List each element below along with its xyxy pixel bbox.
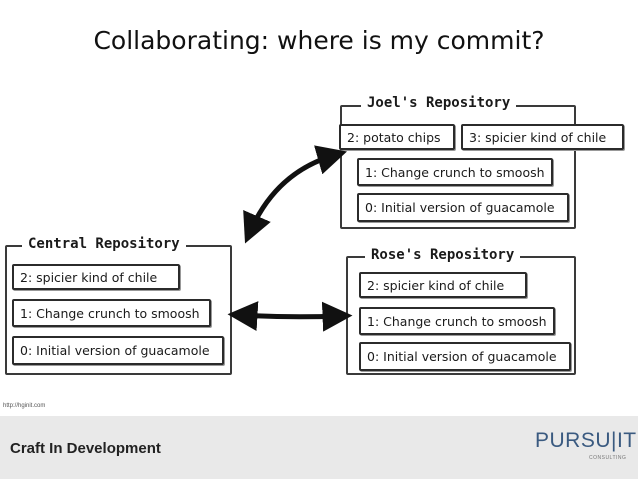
- central-rose-sync-arrow: [227, 301, 353, 332]
- joel-commit-spicier-chile: 3: spicier kind of chile: [461, 124, 624, 150]
- logo-subtext: CONSULTING: [589, 455, 627, 461]
- joel-commit-initial-version: 0: Initial version of guacamole: [357, 193, 569, 222]
- slide-title: Collaborating: where is my commit?: [93, 26, 545, 55]
- rose-commit-spicier-chile: 2: spicier kind of chile: [359, 272, 527, 298]
- joel-commit-potato-chips: 2: potato chips: [339, 124, 455, 150]
- joel-repository-title: Joel's Repository: [361, 95, 517, 111]
- rose-commit-initial-version: 0: Initial version of guacamole: [359, 342, 571, 371]
- joel-commit-change-crunch: 1: Change crunch to smoosh: [357, 158, 553, 186]
- central-repository-title: Central Repository: [22, 236, 186, 252]
- logo-text: PURSU|IT: [535, 429, 637, 452]
- footer-bar: Craft In Development PURSU|IT CONSULTING: [0, 416, 638, 479]
- source-credit: http://hginit.com: [3, 403, 46, 409]
- rose-commit-change-crunch: 1: Change crunch to smoosh: [359, 307, 555, 335]
- footer-label: Craft In Development: [10, 440, 161, 457]
- central-commit-spicier-chile: 2: spicier kind of chile: [12, 264, 180, 290]
- central-joel-sync-arrow: [243, 145, 348, 244]
- central-commit-change-crunch: 1: Change crunch to smoosh: [12, 299, 211, 327]
- central-commit-initial-version: 0: Initial version of guacamole: [12, 336, 224, 365]
- rose-repository-title: Rose's Repository: [365, 247, 521, 263]
- pursuit-logo: PURSU|IT CONSULTING: [535, 429, 636, 469]
